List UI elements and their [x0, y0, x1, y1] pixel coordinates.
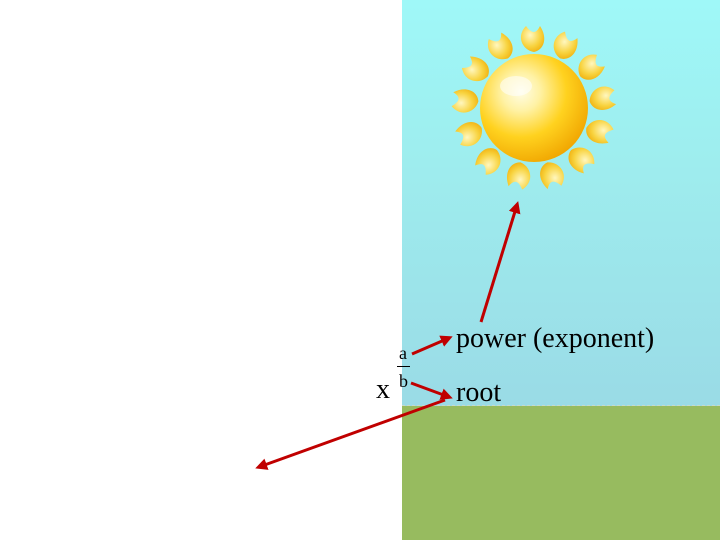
root-label: root	[456, 377, 502, 408]
fraction-bar	[397, 366, 410, 367]
exponent-denominator: b	[399, 371, 408, 391]
expression-base: x	[376, 374, 390, 405]
horizon-line	[402, 405, 720, 406]
exponent-numerator: a	[399, 343, 407, 363]
sun-icon	[434, 8, 634, 208]
power-label: power (exponent)	[456, 323, 655, 354]
grass-ground	[402, 406, 720, 540]
